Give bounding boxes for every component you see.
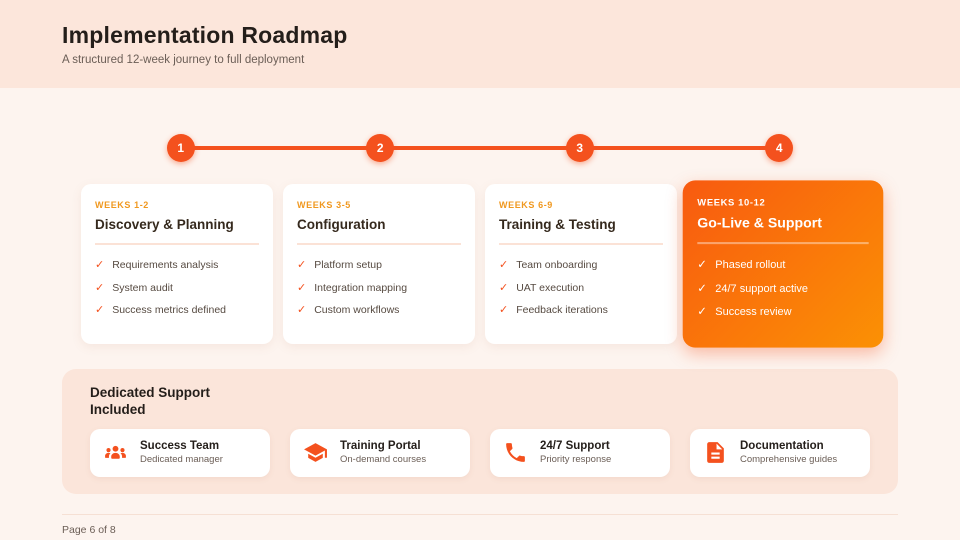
check-icon: ✓	[499, 304, 509, 316]
support-card-text: Training Portal On-demand courses	[340, 440, 426, 466]
checklist-item: ✓ Platform setup	[297, 258, 461, 271]
support-card-documentation: Documentation Comprehensive guides	[690, 428, 870, 477]
checklist-item: ✓ Phased rollout	[697, 258, 868, 272]
checklist-item: ✓ Team onboarding	[499, 258, 663, 271]
step-circle-3: 3	[565, 134, 594, 162]
check-icon: ✓	[297, 259, 307, 271]
timeline-steps: 1 2 3 4	[81, 134, 879, 162]
step-circle-2: 2	[366, 134, 395, 162]
phase-card-training: WEEKS 6-9 Training & Testing ✓ Team onbo…	[485, 184, 677, 344]
support-card-subtitle: Priority response	[540, 454, 612, 466]
support-card-text: Success Team Dedicated manager	[140, 440, 223, 466]
checklist-item: ✓ 24/7 support active	[697, 281, 868, 295]
weeks-label: WEEKS 10-12	[697, 197, 766, 208]
support-section-title: Dedicated Support Included	[90, 385, 211, 418]
timeline-step-cell: 3	[480, 134, 680, 162]
support-card-success-team: Success Team Dedicated manager	[90, 428, 270, 477]
weeks-label: WEEKS 6-9	[499, 200, 553, 210]
check-icon: ✓	[697, 258, 707, 272]
checklist-item: ✓ UAT execution	[499, 281, 663, 294]
checklist-item-label: Requirements analysis	[112, 259, 219, 271]
page-title: Implementation Roadmap	[62, 22, 348, 48]
divider	[697, 242, 869, 245]
timeline: 1 2 3 4	[81, 134, 879, 162]
checklist-item-label: Feedback iterations	[516, 304, 608, 316]
page-subtitle: A structured 12-week journey to full dep…	[62, 54, 305, 66]
checklist-item-label: Integration mapping	[314, 281, 408, 294]
timeline-connector-line	[177, 146, 783, 150]
support-card-text: Documentation Comprehensive guides	[740, 440, 837, 466]
checklist-item-label: Team onboarding	[516, 259, 598, 271]
phone-icon	[503, 440, 528, 465]
check-icon: ✓	[95, 281, 105, 294]
step-circle-1: 1	[166, 134, 195, 162]
support-card-title: Documentation	[740, 439, 824, 452]
phase-card-configuration: WEEKS 3-5 Configuration ✓ Platform setup…	[283, 184, 475, 344]
slide-header: Implementation Roadmap A structured 12-w…	[0, 0, 960, 88]
checklist-item: ✓ Success review	[697, 305, 868, 319]
support-card-text: 24/7 Support Priority response	[540, 440, 611, 466]
phase-card-discovery: WEEKS 1-2 Discovery & Planning ✓ Require…	[81, 184, 273, 344]
phase-title: Go-Live & Support	[697, 214, 822, 231]
timeline-step-cell: 2	[281, 134, 481, 162]
support-card-subtitle: Comprehensive guides	[740, 454, 838, 466]
check-icon: ✓	[95, 304, 105, 316]
checklist-item: ✓ System audit	[95, 281, 259, 294]
check-icon: ✓	[697, 305, 707, 319]
checklist-item-label: Success metrics defined	[112, 304, 227, 316]
support-card-training-portal: Training Portal On-demand courses	[290, 428, 470, 477]
divider	[95, 243, 259, 245]
support-card-247-support: 24/7 Support Priority response	[490, 428, 670, 477]
support-card-subtitle: Dedicated manager	[140, 454, 223, 466]
weeks-label: WEEKS 1-2	[95, 200, 149, 210]
support-card-title: 24/7 Support	[540, 439, 610, 452]
weeks-label: WEEKS 3-5	[297, 200, 351, 210]
footer-divider	[62, 513, 898, 515]
timeline-step-cell: 4	[680, 134, 880, 162]
check-icon: ✓	[297, 281, 307, 294]
checklist-item-label: Success review	[715, 305, 792, 319]
support-card-title: Success Team	[140, 439, 220, 452]
checklist-item-label: 24/7 support active	[715, 282, 809, 295]
page-number-label: Page 6 of 8	[62, 523, 116, 536]
checklist-item: ✓ Custom workflows	[297, 303, 461, 316]
support-section: Dedicated Support Included Success Team …	[62, 369, 898, 494]
step-circle-4: 4	[765, 134, 794, 162]
phase-title: Discovery & Planning	[95, 217, 234, 232]
checklist-item: ✓ Success metrics defined	[95, 303, 259, 316]
check-icon: ✓	[297, 304, 307, 316]
checklist-item-label: System audit	[112, 281, 173, 294]
graduation-cap-icon	[303, 440, 328, 465]
checklist-item: ✓ Feedback iterations	[499, 303, 663, 316]
document-icon	[703, 440, 728, 465]
divider	[499, 243, 663, 245]
check-icon: ✓	[95, 259, 105, 271]
checklist-item-label: Phased rollout	[715, 258, 786, 272]
divider	[297, 243, 461, 245]
checklist-item: ✓ Integration mapping	[297, 281, 461, 294]
phase-cards-row: WEEKS 1-2 Discovery & Planning ✓ Require…	[81, 180, 884, 348]
checklist-item: ✓ Requirements analysis	[95, 258, 259, 271]
team-icon	[103, 440, 128, 465]
phase-card-golive: WEEKS 10-12 Go-Live & Support ✓ Phased r…	[682, 180, 884, 348]
timeline-step-cell: 1	[81, 134, 281, 162]
support-cards-row: Success Team Dedicated manager Training …	[90, 428, 870, 477]
checklist-item-label: Custom workflows	[314, 304, 400, 316]
support-card-subtitle: On-demand courses	[340, 454, 427, 466]
checklist-item-label: Platform setup	[314, 259, 382, 271]
check-icon: ✓	[499, 259, 509, 271]
checklist-item-label: UAT execution	[516, 281, 585, 294]
check-icon: ✓	[499, 281, 509, 294]
phase-title: Configuration	[297, 217, 386, 232]
support-card-title: Training Portal	[340, 439, 421, 452]
check-icon: ✓	[697, 282, 707, 295]
phase-title: Training & Testing	[499, 217, 616, 232]
